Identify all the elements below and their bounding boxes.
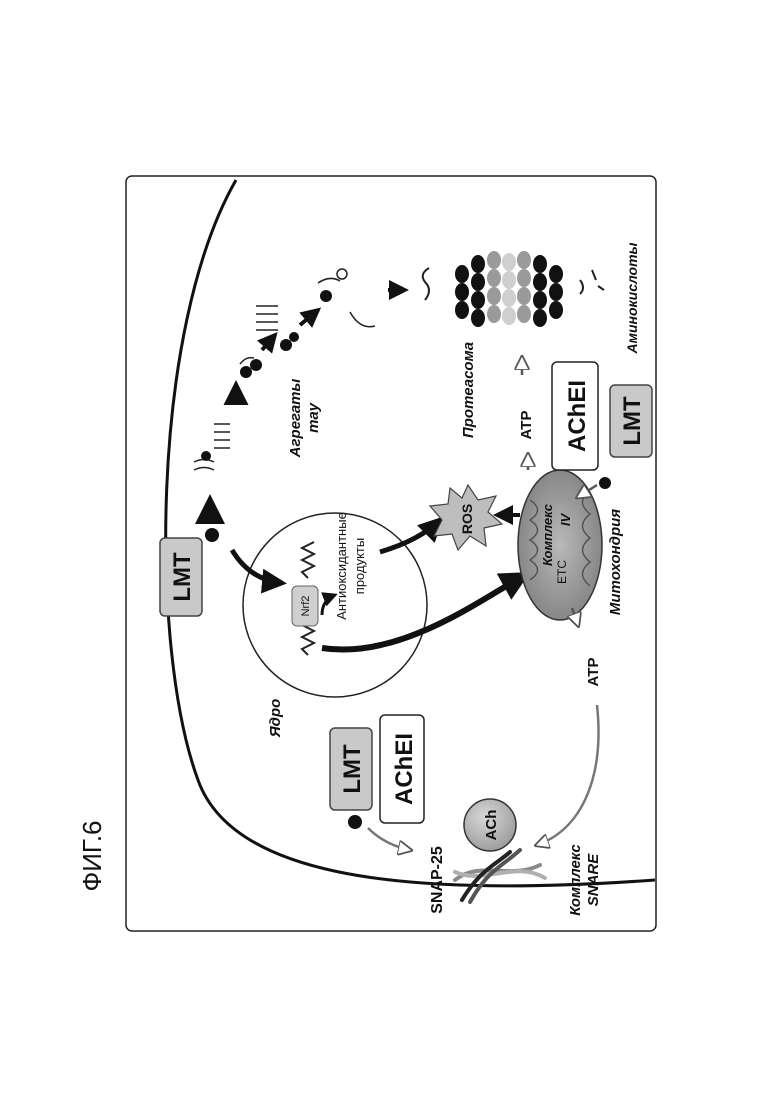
nrf2-label: Nrf2	[300, 596, 312, 617]
tau-dimer	[240, 358, 262, 378]
peptides-exiting	[580, 270, 604, 294]
arrow-lmt-to-snap25	[368, 828, 410, 850]
nucleus-label: Ядро	[267, 699, 284, 739]
arrow-tau-2	[262, 335, 275, 350]
tau-entering-proteasome	[423, 268, 429, 300]
lmt-dot-mito	[599, 477, 611, 489]
atp-label-bottom: ATP	[585, 658, 602, 687]
tau-fibril	[256, 306, 299, 351]
antioxidant-label: Антиоксидантные	[334, 512, 349, 620]
arrow-tau-4	[350, 312, 375, 327]
tau-aggregates	[194, 424, 230, 470]
lmt-label-right: LMT	[619, 396, 646, 446]
snare-label-1: Комплекс	[567, 844, 584, 916]
complex-iv-label-1: Комплекс	[540, 503, 555, 566]
lmt-label-bottom: LMT	[339, 744, 366, 794]
snap25-label: SNAP-25	[429, 846, 446, 914]
etc-label: ETC	[555, 560, 569, 584]
lmt-dot-bottom	[348, 815, 362, 829]
tau-monomer	[318, 269, 347, 302]
arrow-atp-to-snare	[537, 705, 598, 845]
snare-label-2: SNARE	[585, 853, 602, 907]
mitochondrion	[518, 470, 602, 620]
tau-label-2: тау	[305, 402, 322, 432]
achei-label-bottom: AChEI	[391, 733, 418, 805]
atp-label-top: ATP	[518, 411, 535, 440]
ros-label: ROS	[459, 504, 475, 534]
proteasome	[455, 251, 563, 327]
mito-label: Митохондрия	[607, 509, 624, 615]
lmt-label-top: LMT	[169, 552, 196, 602]
tau-label-1: Агрегаты	[287, 378, 304, 458]
ach-label: ACh	[483, 810, 500, 841]
proteasome-label: Протеасома	[460, 342, 477, 438]
arrow-antioxidant-to-ros	[380, 520, 440, 552]
snare-complex	[455, 850, 545, 902]
amino-acids-label: Аминокислоты	[624, 242, 640, 354]
lmt-dot-top	[205, 528, 219, 542]
products-label: продукты	[352, 538, 367, 594]
achei-label-right: AChEI	[564, 380, 591, 452]
complex-iv-label-2: IV	[558, 513, 573, 527]
arrow-tau-3	[300, 310, 318, 325]
